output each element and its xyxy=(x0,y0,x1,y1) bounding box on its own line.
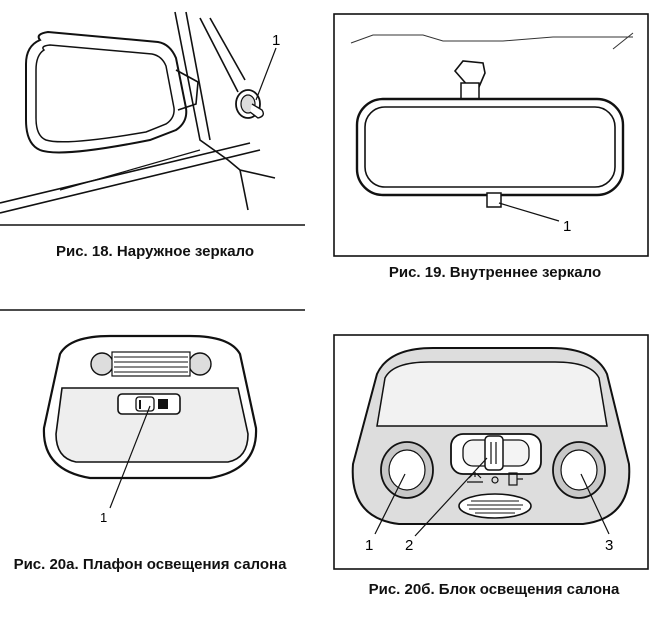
callout-number: 1 xyxy=(272,32,280,49)
callout-number: 1 xyxy=(563,218,571,235)
figure-20a-ceiling-lamp: 1 xyxy=(0,309,305,525)
lighting-unit-switch xyxy=(450,433,542,475)
figure-18-caption: Рис. 18. Наружное зеркало xyxy=(55,243,255,260)
callout-number: 1 xyxy=(365,537,373,554)
lamp-lens xyxy=(376,361,608,427)
callout-number: 3 xyxy=(605,537,613,554)
figure-18-exterior-mirror: 1 xyxy=(0,11,305,226)
figure-20b-lighting-unit: 1 2 3 xyxy=(333,334,649,570)
right-spotlight xyxy=(552,441,606,499)
lamp-switch xyxy=(117,393,181,415)
interior-mirror-body xyxy=(355,97,625,197)
figure-20a-caption: Рис. 20а. Плафон освещения салона xyxy=(13,556,287,573)
anti-glare-tab xyxy=(486,192,502,208)
mirror-adjuster-knob xyxy=(235,89,265,119)
callout-number: 2 xyxy=(405,537,413,554)
bottom-grille xyxy=(458,493,532,519)
callout-line xyxy=(255,47,277,101)
mode-symbols xyxy=(467,472,523,486)
callout-number: 1 xyxy=(100,510,107,525)
left-spotlight xyxy=(380,441,434,499)
figure-20b-caption: Рис. 20б. Блок освещения салона xyxy=(368,581,620,598)
lamp-diffuser xyxy=(55,387,249,463)
exterior-mirror-housing xyxy=(25,30,199,154)
vent-grille xyxy=(90,351,212,377)
figure-19-caption: Рис. 19. Внутреннее зеркало xyxy=(388,264,602,281)
figure-19-interior-mirror: 1 xyxy=(333,13,649,257)
